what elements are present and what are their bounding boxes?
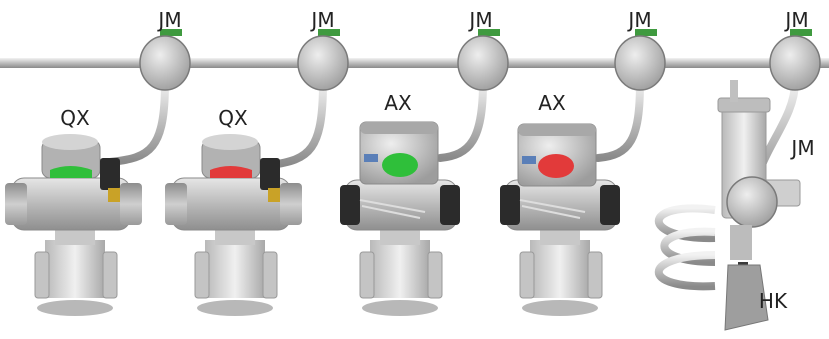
label-jm-3: JM [467,8,492,32]
label-ax-2: AX [538,91,566,115]
label-ax-1: AX [384,91,412,115]
conduit-3 [436,78,487,162]
label-qx-1: QX [60,106,90,130]
position-indicator-green [382,153,418,177]
valve-ax-2 [500,123,620,316]
junction-box-1 [139,29,191,91]
label-jm-2: JM [309,8,334,32]
junction-box-5 [769,29,821,91]
label-jm-1: JM [156,8,181,32]
valve-ax-1 [340,121,460,316]
valve-qx-1 [5,134,142,316]
junction-box-4 [614,29,666,91]
position-indicator-green [50,166,92,178]
label-hk: HK [759,289,788,313]
hk-device [654,80,801,331]
label-jm-4: JM [626,8,651,32]
junction-box-3 [457,29,509,91]
label-qx-2: QX [218,106,248,130]
label-jm-5: JM [783,8,808,32]
valve-qx-2 [165,134,302,316]
conduit-1 [106,78,169,166]
position-indicator-red [538,154,574,178]
main-pipe [0,58,829,68]
junction-box-2 [297,29,349,91]
conduit-2 [266,78,327,169]
label-jm-side: JM [789,136,814,160]
conduit-4 [594,78,644,162]
position-indicator-red [210,166,252,178]
